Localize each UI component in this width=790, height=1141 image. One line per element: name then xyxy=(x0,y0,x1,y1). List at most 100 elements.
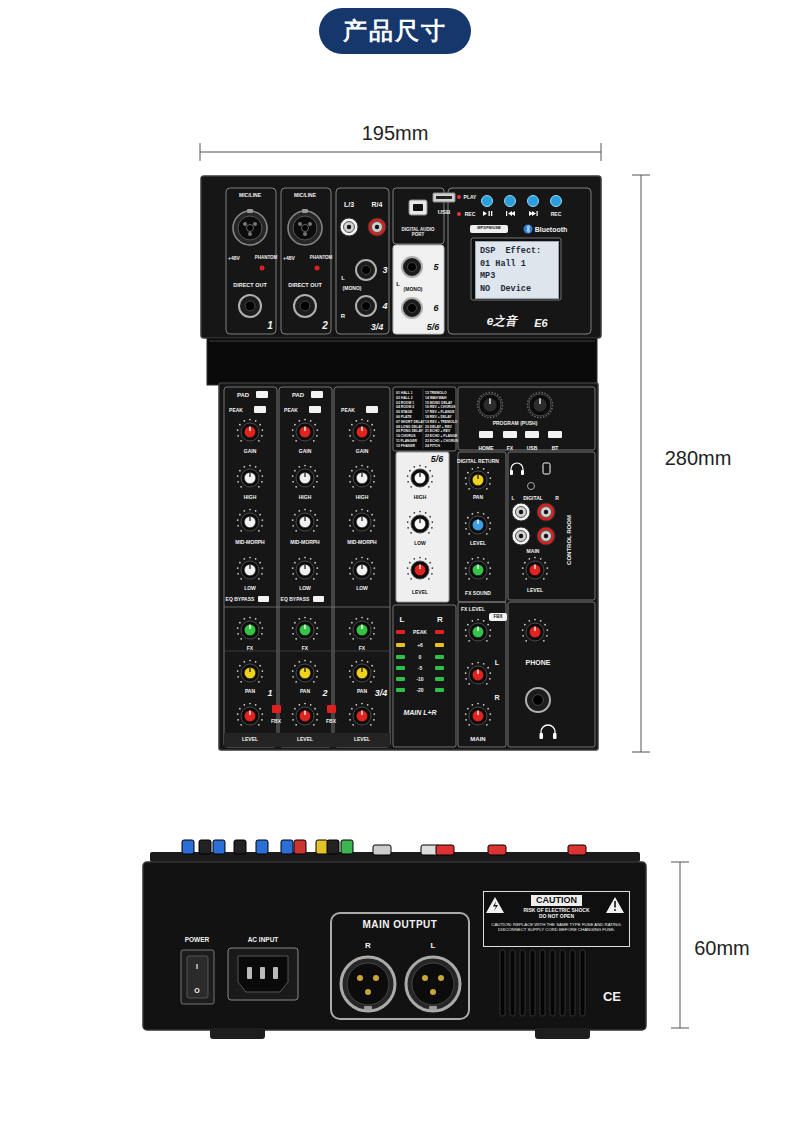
scale-dot xyxy=(316,719,318,721)
rotary-knob xyxy=(479,394,501,416)
panel-label: O xyxy=(194,987,199,994)
panel-label: I xyxy=(196,963,198,970)
scale-dot xyxy=(310,510,312,512)
dimension-line xyxy=(680,862,681,1028)
scale-dot xyxy=(431,527,433,529)
knob-cap xyxy=(244,624,255,635)
knob-pointer xyxy=(534,626,535,631)
meter-led xyxy=(435,655,444,659)
panel-label: 5/6 xyxy=(427,323,440,332)
rotary-knob xyxy=(349,419,375,442)
effect-list-item: 13 TREMOLO xyxy=(425,392,447,395)
scale-dot xyxy=(468,488,470,490)
scale-dot xyxy=(349,429,351,431)
jack-pin xyxy=(308,222,312,226)
knob-cap xyxy=(244,426,255,437)
panel-label: MAIN L+R xyxy=(403,709,436,716)
scale-dot xyxy=(413,512,415,514)
effect-list-item: 17 REV + FLANGE xyxy=(425,411,455,414)
scale-dot xyxy=(239,562,241,564)
vent-slot xyxy=(580,950,585,1016)
xlr-pin xyxy=(357,975,363,981)
rca-jack xyxy=(537,527,555,545)
xlr-latch xyxy=(364,1006,372,1010)
scale-dot xyxy=(349,525,351,527)
scale-dot xyxy=(294,562,296,564)
mixer-top-panel xyxy=(201,176,601,338)
panel-label: LEVEL xyxy=(354,737,370,742)
ac-pin xyxy=(247,967,252,979)
panel-label: Bluetooth xyxy=(535,226,568,233)
main-level-outline xyxy=(458,602,506,747)
panel-label: BT xyxy=(552,446,559,451)
rotary-knob xyxy=(292,465,318,488)
effect-list-item: 12 PHASER xyxy=(396,445,415,448)
rca-shell xyxy=(516,507,527,518)
scale-dot xyxy=(237,435,239,437)
scale-dot xyxy=(313,530,315,532)
panel-label: R xyxy=(494,694,499,701)
scale-dot xyxy=(425,558,427,560)
panel-label: (MONO) xyxy=(343,286,362,291)
panel-label: FBX xyxy=(494,615,503,620)
scale-dot xyxy=(477,467,479,469)
jack-ring xyxy=(239,295,261,317)
scale-dot xyxy=(489,483,491,485)
knob-body xyxy=(411,469,429,487)
knob-body xyxy=(469,707,487,725)
scale-dot xyxy=(355,466,357,468)
scale-dot xyxy=(243,510,245,512)
knob-body xyxy=(469,471,487,489)
scale-dot xyxy=(292,670,294,672)
meter-led xyxy=(435,630,444,634)
rotary-knob xyxy=(292,509,318,532)
knob-pointer xyxy=(477,474,478,479)
scale-dot xyxy=(373,429,375,431)
scale-dot xyxy=(467,472,469,474)
scale-dot xyxy=(361,660,363,662)
panel-label: PLAY xyxy=(464,195,477,200)
knob-body xyxy=(241,561,259,579)
scale-dot xyxy=(261,573,263,575)
scale-dot xyxy=(316,633,318,635)
scale-dot xyxy=(407,567,409,569)
scale-dot xyxy=(295,578,297,580)
dimension-tick xyxy=(632,752,650,753)
panel-label: AC INPUT xyxy=(248,937,279,944)
scale-dot xyxy=(243,618,245,620)
scale-dot xyxy=(367,704,369,706)
rotary-knob xyxy=(529,394,551,416)
panel-label: GAIN xyxy=(244,449,257,454)
panel-label: 5 xyxy=(433,263,438,272)
scale-dot xyxy=(540,620,542,622)
fbx-badge xyxy=(489,613,507,621)
knob-pointer xyxy=(361,472,362,477)
scale-dot xyxy=(373,519,375,521)
scale-dot xyxy=(528,558,530,560)
node-text: CAUTION xyxy=(531,895,582,906)
panel-label: FX xyxy=(302,646,308,651)
scale-dot xyxy=(261,475,263,477)
scale-dot xyxy=(259,514,261,516)
scale-dot xyxy=(477,619,479,621)
knob-top xyxy=(316,840,328,854)
panel-label: L xyxy=(495,659,499,666)
scale-dot xyxy=(371,514,373,516)
effect-list-divider xyxy=(423,389,424,449)
panel-label: PEAK xyxy=(341,408,355,413)
panel-label: 4 xyxy=(382,302,387,311)
warning-triangle xyxy=(486,897,504,913)
panel-label: R xyxy=(341,313,345,319)
knob-body xyxy=(296,561,314,579)
lcd-frame xyxy=(471,238,561,300)
strip-separator xyxy=(224,651,390,652)
dimension-label: 60mm xyxy=(694,938,750,958)
scale-dot xyxy=(292,519,294,521)
knob-pointer xyxy=(477,519,478,524)
jack-latch xyxy=(247,209,253,213)
scale-dot xyxy=(261,567,263,569)
pad-button xyxy=(311,391,323,398)
knob-cap xyxy=(472,519,483,530)
panel-label: USB xyxy=(438,209,451,215)
knob-cap xyxy=(299,516,310,527)
